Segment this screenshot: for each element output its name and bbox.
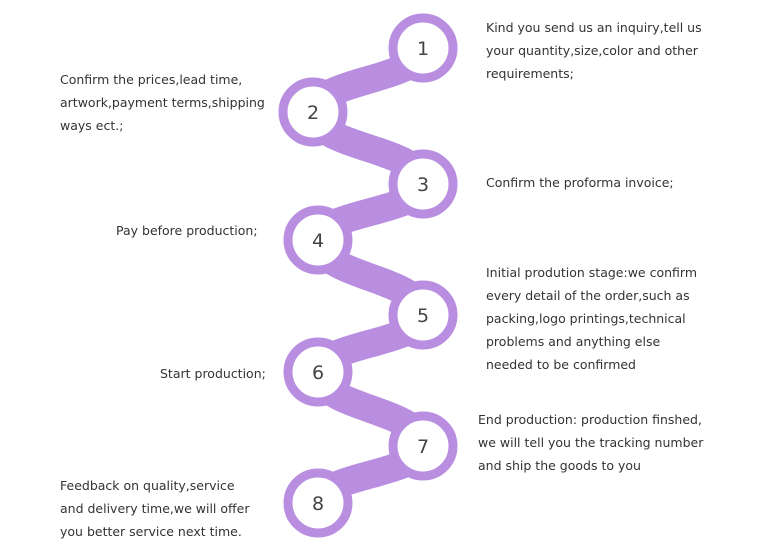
step-8-text: Feedback on quality,service and delivery… [60, 478, 250, 539]
step-1-text: Kind you send us an inquiry,tell us your… [486, 20, 702, 81]
step-6-circle [283, 337, 353, 407]
step-4-circle [283, 205, 353, 275]
step-4-text: Pay before production; [116, 223, 258, 238]
step-1-number: 1 [417, 38, 429, 60]
step-2-number: 2 [307, 102, 319, 124]
step-3-text: Confirm the proforma invoice; [486, 175, 674, 190]
step-8-number: 8 [312, 493, 324, 515]
step-5-number: 5 [417, 305, 429, 327]
step-6-number: 6 [312, 362, 324, 384]
step-2-text: Confirm the prices,lead time, artwork,pa… [60, 72, 265, 133]
step-8-circle [283, 468, 353, 538]
step-5-circle [388, 280, 458, 350]
step-3-number: 3 [417, 174, 429, 196]
step-7-text: End production: production finshed, we w… [478, 412, 704, 473]
step-2-circle [278, 77, 348, 147]
step-3-circle [388, 149, 458, 219]
step-7-number: 7 [417, 436, 429, 458]
step-1-circle [388, 13, 458, 83]
step-5-text: Initial prodution stage:we confirm every… [486, 265, 697, 372]
step-6-text: Start production; [160, 366, 266, 381]
step-4-number: 4 [312, 230, 324, 252]
step-7-circle [388, 411, 458, 481]
